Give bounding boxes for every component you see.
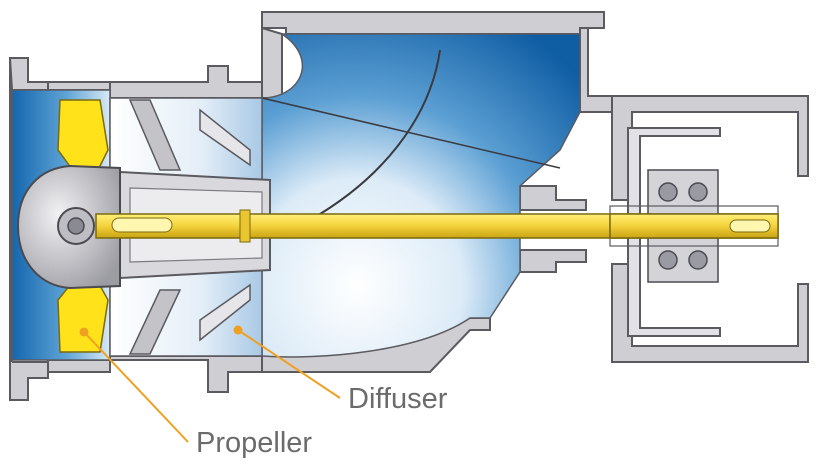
propeller-callout: Propeller — [79, 327, 312, 459]
diffuser-label: Diffuser — [348, 383, 448, 415]
propeller-blade-top — [57, 99, 109, 173]
diffuser-vanes — [128, 99, 251, 355]
diffuser-callout: Diffuser — [233, 325, 448, 415]
bearing-ball — [688, 250, 708, 270]
bearing-assembly — [647, 169, 719, 283]
propeller-leader-line — [83, 331, 189, 443]
bearing-ball — [658, 250, 678, 270]
propeller-blade-bottom — [57, 279, 109, 353]
elbow-water — [261, 33, 581, 358]
elbow-guide-vane — [309, 49, 441, 221]
propeller-blades — [57, 99, 109, 353]
propeller-label: Propeller — [196, 427, 312, 459]
inlet-flange — [8, 57, 49, 91]
bearing-ball — [688, 182, 708, 202]
bearing-ball — [658, 182, 678, 202]
diffuser-leader-line — [237, 329, 341, 399]
outlet-flange — [261, 11, 605, 35]
